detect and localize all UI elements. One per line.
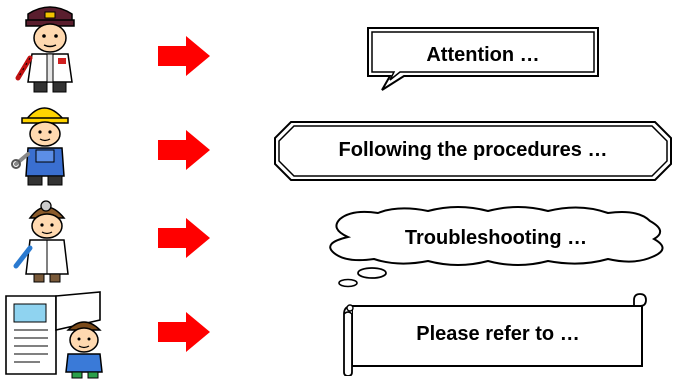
thought-cloud-shape xyxy=(329,206,664,288)
right-arrow-icon xyxy=(158,218,210,258)
right-arrow-icon xyxy=(158,36,210,76)
octagon-frame-shape xyxy=(274,121,672,181)
right-arrow-icon xyxy=(158,130,210,170)
child-with-manual-figure xyxy=(5,291,103,379)
construction-worker-figure xyxy=(11,107,69,186)
please-refer-label: Please refer to … xyxy=(416,323,580,345)
right-arrow-icon xyxy=(158,312,210,352)
police-officer-figure xyxy=(15,6,75,93)
scroll-banner-shape xyxy=(343,293,647,376)
troubleshooting-label: Troubleshooting … xyxy=(404,227,588,249)
speech-bubble-shape xyxy=(367,27,599,91)
following-procedures-label: Following the procedures … xyxy=(338,139,608,161)
doctor-figure xyxy=(13,200,69,283)
attention-label: Attention … xyxy=(426,44,540,66)
